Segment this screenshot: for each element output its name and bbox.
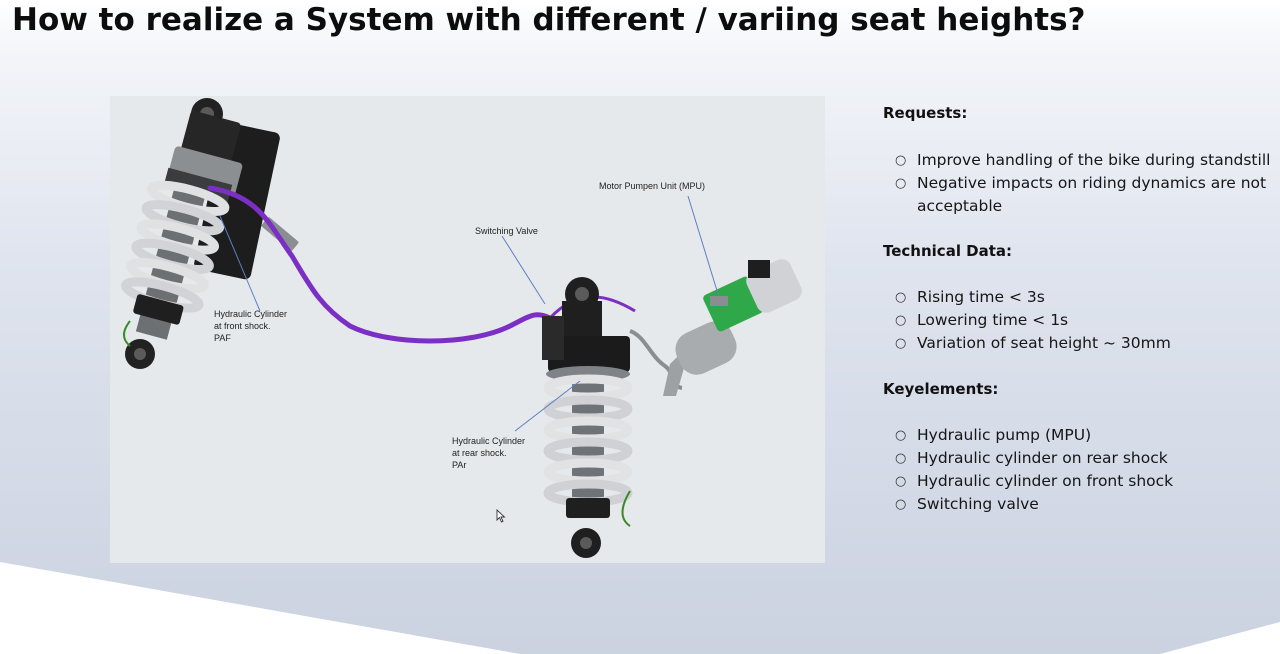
bullet-icon: ○ <box>895 428 907 443</box>
mpu-leader <box>687 195 719 295</box>
switching-valve-leader <box>501 235 546 305</box>
bullet-icon: ○ <box>895 474 907 489</box>
switching-valve-callout: Switching Valve <box>475 226 538 236</box>
technical-data-list: ○Rising time < 3s ○Lowering time < 1s ○V… <box>883 286 1273 355</box>
rear-shock <box>542 277 633 558</box>
page-title: How to realize a System with different /… <box>12 2 1086 38</box>
bullet-icon: ○ <box>895 290 907 305</box>
bullet-icon: ○ <box>895 313 907 328</box>
shock-system-drawing <box>120 98 802 558</box>
list-item: ○Hydraulic cylinder on rear shock <box>883 447 1273 470</box>
front-cylinder-callout: Hydraulic Cylinder at front shock. PAF <box>214 309 288 343</box>
list-item: ○Switching valve <box>883 493 1273 516</box>
list-item: ○Lowering time < 1s <box>883 309 1273 332</box>
list-item: ○Improve handling of the bike during sta… <box>883 149 1273 172</box>
rear-cylinder-callout: Hydraulic Cylinder at rear shock. PAr <box>452 436 526 470</box>
rear-cylinder-leader <box>514 380 581 432</box>
bullet-icon: ○ <box>895 176 907 191</box>
front-cylinder-leader <box>219 215 261 312</box>
requests-heading: Requests: <box>883 104 968 122</box>
technical-data-heading: Technical Data: <box>883 242 1013 260</box>
bullet-icon: ○ <box>895 451 907 466</box>
mouse-pointer-icon <box>496 509 506 523</box>
list-item: ○Hydraulic pump (MPU) <box>883 424 1273 447</box>
bullet-icon: ○ <box>895 497 907 512</box>
keyelements-list: ○Hydraulic pump (MPU) ○Hydraulic cylinde… <box>883 424 1273 516</box>
mpu-callout: Motor Pumpen Unit (MPU) <box>599 181 706 191</box>
requests-list: ○Improve handling of the bike during sta… <box>883 149 1273 218</box>
front-shock <box>120 98 299 369</box>
bullet-icon: ○ <box>895 153 907 168</box>
shock-system-figure: Motor Pumpen Unit (MPU) Switching Valve … <box>110 96 825 563</box>
list-item: ○Variation of seat height ~ 30mm <box>883 332 1273 355</box>
list-item: ○Negative impacts on riding dynamics are… <box>895 174 1267 215</box>
list-item: ○Rising time < 3s <box>883 286 1273 309</box>
list-item: ○Hydraulic cylinder on front shock <box>883 470 1273 493</box>
bullet-icon: ○ <box>895 336 907 351</box>
keyelements-heading: Keyelements: <box>883 380 999 398</box>
hydraulic-hose <box>207 185 553 344</box>
motor-pump-unit <box>663 259 802 396</box>
